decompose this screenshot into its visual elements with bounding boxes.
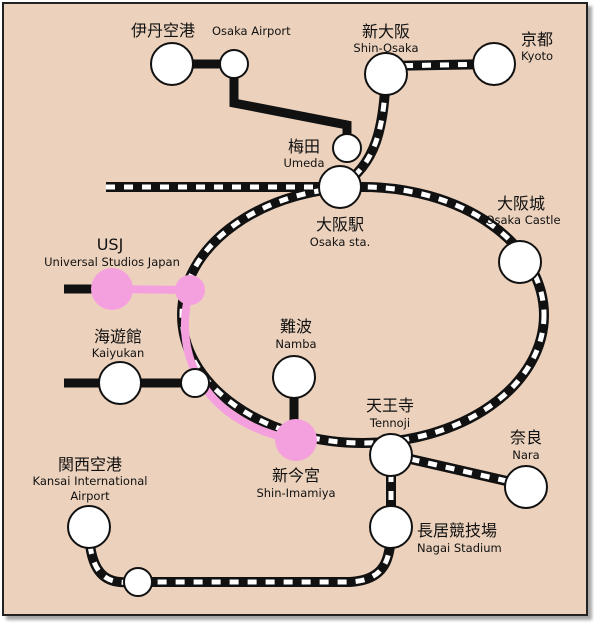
label-shin-osaka-en: Shin-Osaka (353, 41, 418, 55)
label-kyoto-jp: 京都 (521, 30, 553, 49)
station-nagai-stadium[interactable] (369, 505, 413, 549)
station-osaka-sta[interactable] (318, 165, 362, 209)
label-namba-jp: 難波 (280, 317, 312, 336)
label-osaka-castle-en: Osaka Castle (485, 213, 560, 227)
label-kansai-jp: 関西空港 (58, 455, 122, 474)
station-namba[interactable] (272, 355, 316, 399)
station-umeda[interactable] (332, 133, 362, 163)
labels: 伊丹空港 Osaka Airport 新大阪 Shin-Osaka 京都 Kyo… (33, 21, 561, 555)
label-tennoji-en: Tennoji (369, 416, 410, 430)
label-nara-en: Nara (512, 448, 539, 462)
label-osaka-sta-jp: 大阪駅 (316, 215, 364, 234)
itami-monorail-line (172, 59, 352, 148)
stations (67, 42, 548, 597)
label-kaiyukan-jp: 海遊館 (94, 327, 142, 346)
station-shin-imamiya[interactable] (275, 419, 317, 461)
label-shin-imamiya-en: Shin-Imamiya (256, 486, 335, 500)
station-hineno[interactable] (123, 567, 153, 597)
label-kansai-en-line1: Kansai International (33, 474, 148, 488)
label-nagai-en: Nagai Stadium (417, 541, 502, 555)
label-shin-imamiya-jp: 新今宮 (272, 466, 320, 485)
label-usj-en: Universal Studios Japan (44, 255, 180, 269)
station-bentencho[interactable] (180, 368, 210, 398)
station-nishikujo[interactable] (175, 275, 205, 305)
station-kaiyukan[interactable] (98, 361, 142, 405)
label-osaka-sta-en: Osaka sta. (310, 235, 370, 249)
station-tennoji[interactable] (369, 433, 413, 477)
label-namba-en: Namba (275, 337, 316, 351)
station-osaka-airport[interactable] (150, 42, 194, 86)
label-nara-jp: 奈良 (510, 428, 542, 447)
label-itami-jp: 伊丹空港 (131, 21, 195, 40)
label-umeda-jp: 梅田 (288, 137, 320, 156)
label-itami-en: Osaka Airport (212, 24, 291, 38)
label-kyoto-en: Kyoto (521, 49, 553, 63)
label-shin-osaka-jp: 新大阪 (362, 22, 410, 41)
label-nagai-jp: 長居競技場 (417, 521, 497, 540)
station-osaka-airport-transfer[interactable] (219, 49, 249, 79)
station-shin-osaka[interactable] (364, 52, 408, 96)
pink-route (111, 285, 297, 444)
station-osaka-castle[interactable] (498, 240, 542, 284)
station-usj[interactable] (91, 268, 133, 310)
label-usj-jp: USJ (97, 235, 124, 254)
label-tennoji-jp: 天王寺 (366, 396, 414, 415)
station-kansai-airport[interactable] (67, 505, 111, 549)
label-kaiyukan-en: Kaiyukan (92, 346, 144, 360)
station-nara[interactable] (504, 465, 548, 509)
label-kansai-en-line2: Airport (70, 489, 110, 503)
station-kyoto[interactable] (472, 42, 516, 86)
label-umeda-en: Umeda (283, 156, 324, 170)
label-osaka-castle-jp: 大阪城 (497, 194, 545, 213)
